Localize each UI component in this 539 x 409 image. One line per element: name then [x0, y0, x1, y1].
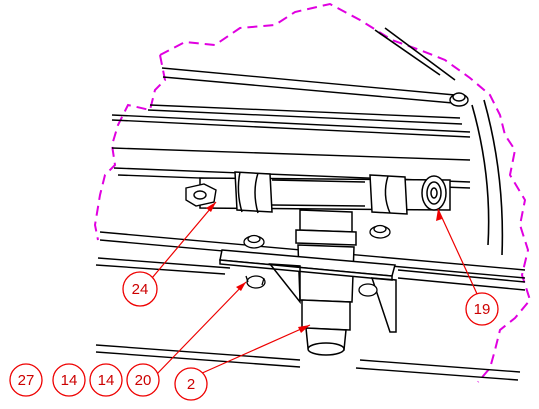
- left-bolt: [185, 183, 217, 207]
- callout-24-label: 24: [132, 281, 149, 298]
- leader-lines: [151, 201, 479, 377]
- callout-19-label: 19: [474, 301, 491, 318]
- callout-14-second-label: 14: [98, 372, 115, 389]
- callout-27-label: 27: [18, 372, 35, 389]
- callout-14-second: 14: [89, 363, 123, 397]
- callout-20: 20: [126, 363, 160, 397]
- vertical-post: [295, 209, 357, 356]
- callout-27: 27: [9, 363, 43, 397]
- callout-14-first: 14: [52, 363, 86, 397]
- top-bolt: [449, 92, 469, 107]
- detail-boundary: [159, 2, 532, 383]
- detail-boundary-left: [93, 54, 167, 241]
- upper-rail: [111, 67, 471, 189]
- callout-19: 19: [465, 292, 499, 326]
- leader-arrowheads: [206, 202, 442, 333]
- callout-2: 2: [174, 367, 208, 401]
- callout-14-first-label: 14: [61, 372, 78, 389]
- shaft-assembly: [199, 171, 451, 215]
- callout-20-label: 20: [135, 372, 152, 389]
- callout-2-label: 2: [187, 376, 195, 393]
- callout-24: 24: [122, 271, 158, 307]
- right-curved-member: [374, 27, 504, 256]
- plate-bolts: [243, 224, 391, 297]
- mounting-plate: [219, 249, 397, 333]
